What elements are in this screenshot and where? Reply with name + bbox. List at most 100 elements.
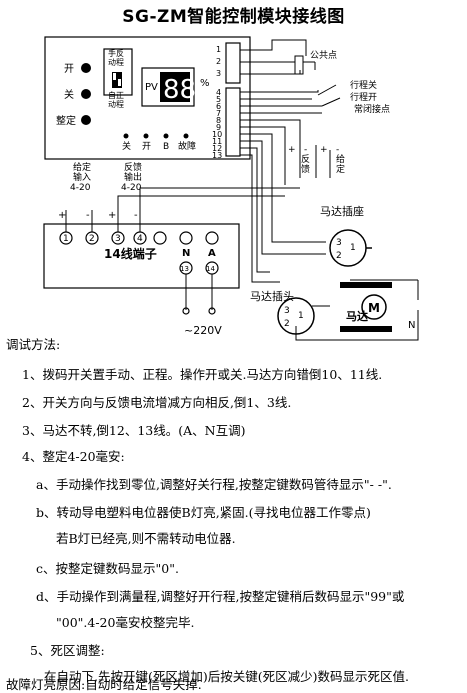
- led-open: [143, 133, 149, 139]
- svg-text:反馈: 反馈: [124, 161, 142, 173]
- plus-3: +: [288, 145, 296, 155]
- step-1: 1、拨码开关置手动、正程。操作开或关.马达方向错倒10、11线.: [22, 367, 383, 382]
- n-label: N: [182, 248, 190, 259]
- n-label-motor: N: [408, 320, 415, 331]
- minus-1: -: [86, 210, 90, 221]
- tb-2: 2: [89, 234, 95, 244]
- tb-14: 14: [206, 265, 215, 273]
- close-button[interactable]: [81, 89, 91, 99]
- step-5-detail: 在自动下,先按开键(死区增加)后按关键(死区减少)数码显示死区值.: [44, 669, 409, 684]
- travel-close-label: 行程关: [350, 79, 377, 91]
- term-13: 13: [212, 151, 222, 160]
- open-label: 开: [64, 64, 74, 75]
- term-4: 4: [216, 88, 221, 97]
- minus-2: -: [134, 210, 138, 221]
- percent-label: %: [200, 78, 210, 89]
- step-4d: d、手动操作到满量程,调整好开行程,按整定键稍后数码显示"99"或: [36, 589, 405, 604]
- plus-2: +: [108, 210, 116, 221]
- nc-contact-label: 常闭接点: [354, 103, 390, 115]
- motor-label: 马达: [346, 309, 368, 323]
- travel-open-label: 行程开: [350, 91, 377, 103]
- step-4d-cont: "00".4-20毫安校整完毕.: [56, 615, 195, 630]
- dip-switch-outline: [103, 48, 133, 96]
- svg-text:4-20: 4-20: [121, 183, 142, 193]
- svg-text:2: 2: [284, 319, 290, 329]
- page-title: SG-ZM智能控制模块接线图: [122, 7, 345, 27]
- a-label: A: [208, 248, 216, 259]
- step-5: 5、死区调整:: [30, 643, 105, 658]
- led-close: [123, 133, 129, 139]
- svg-text:3: 3: [336, 238, 342, 248]
- common-point-label: 公共点: [310, 50, 337, 61]
- control-module-box: [44, 36, 251, 160]
- svg-text:给定: 给定: [73, 161, 91, 173]
- term-6: 6: [216, 102, 221, 111]
- svg-text:动程: 动程: [108, 99, 124, 109]
- term-8: 8: [216, 116, 221, 125]
- terminal-block-box: [43, 223, 240, 289]
- term-2: 2: [216, 57, 221, 66]
- svg-text:1: 1: [350, 243, 356, 253]
- motor-icon: [361, 294, 387, 320]
- plus-1: +: [58, 210, 66, 221]
- svg-text:定: 定: [336, 163, 345, 175]
- term-5: 5: [216, 95, 221, 104]
- display-digits: 88: [163, 75, 196, 105]
- pv-label: PV: [145, 82, 158, 93]
- led-b: [163, 133, 169, 139]
- term-11: 11: [212, 137, 222, 146]
- potentiometer: [294, 55, 304, 75]
- set-label: 整定: [56, 114, 76, 127]
- switch-label-a: 手反: [108, 48, 124, 58]
- led-label-open: 开: [142, 141, 151, 152]
- term-9: 9: [216, 123, 221, 132]
- step-2: 2、开关方向与反馈电流增减方向相反,倒1、3线.: [22, 395, 292, 410]
- tb-13: 13: [180, 265, 189, 273]
- step-3: 3、马达不转,倒12、13线。(A、N互调): [22, 423, 246, 438]
- led-fault: [183, 133, 189, 139]
- svg-text:自正: 自正: [108, 90, 124, 100]
- svg-text:输入: 输入: [73, 171, 91, 183]
- minus-4: -: [336, 145, 339, 155]
- motor-socket-label: 马达插座: [320, 204, 364, 218]
- term-10: 10: [212, 130, 222, 139]
- svg-text:M: M: [368, 301, 380, 315]
- term-3: 3: [216, 69, 221, 78]
- instructions-heading: 调试方法:: [6, 337, 61, 352]
- term-12: 12: [212, 144, 222, 153]
- minus-3: -: [304, 145, 307, 155]
- step-4a: a、手动操作找到零位,调整好关行程,按整定键数码管待显示"- -".: [36, 477, 392, 492]
- dip-switch: [112, 72, 122, 88]
- module-terminal-strip-bottom: [225, 87, 241, 157]
- term-7: 7: [216, 109, 221, 118]
- svg-text:输出: 输出: [124, 171, 142, 183]
- display-outline: [141, 67, 195, 107]
- svg-text:动程: 动程: [108, 57, 124, 67]
- svg-text:给: 给: [336, 153, 345, 165]
- step-4b-note: 若B灯已经亮,则不需转动电位器.: [56, 531, 236, 546]
- svg-text:1: 1: [298, 311, 304, 321]
- tb-3: 3: [115, 234, 121, 244]
- terminal-block-title: 14线端子: [104, 246, 157, 261]
- svg-text:3: 3: [284, 306, 290, 316]
- term-1: 1: [216, 45, 221, 54]
- tb-1: 1: [63, 234, 69, 244]
- motor-plug-label: 马达插头: [250, 289, 294, 303]
- plus-4: +: [320, 145, 328, 155]
- close-label: 关: [64, 88, 74, 101]
- step-4b: b、转动导电塑料电位器使B灯亮,紧固.(寻找电位器工作零点): [36, 505, 371, 520]
- open-button[interactable]: [81, 63, 91, 73]
- step-4c: c、按整定键数码显示"0".: [36, 561, 179, 576]
- voltage-label: ~220V: [184, 324, 222, 337]
- led-label-close: 关: [122, 140, 131, 152]
- led-label-fault: 故障: [178, 140, 196, 152]
- wiring-diagram: 开 关 整定 手反 动程 自正 动程 PV 88 % 关 开 B 故障 1 2 …: [43, 36, 419, 341]
- svg-text:馈: 馈: [301, 163, 310, 175]
- module-terminal-strip-top: [225, 42, 241, 84]
- fault-note: 故障灯亮原因:自动时给定信号失掉.: [6, 677, 202, 692]
- svg-text:反: 反: [301, 154, 310, 165]
- step-4: 4、整定4-20毫安:: [22, 449, 125, 464]
- svg-text:4-20: 4-20: [70, 183, 91, 193]
- svg-text:2: 2: [336, 251, 342, 261]
- set-button[interactable]: [81, 115, 91, 125]
